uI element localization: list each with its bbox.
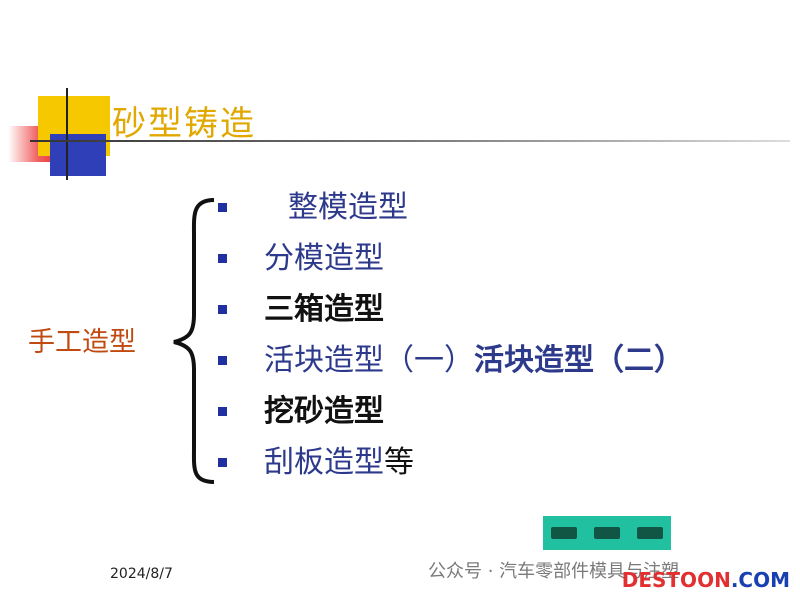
item-label-part-2: 活块造型（二） (474, 343, 684, 378)
curly-brace (173, 198, 215, 484)
next-icon[interactable] (636, 527, 663, 539)
item-label: 整模造型 (288, 190, 408, 225)
bullet-icon (218, 203, 227, 212)
watermark-text: 公众号 · 汽车零部件模具与注塑 (428, 561, 680, 582)
brand-logo: DESTOON.COM (621, 568, 790, 592)
item-label-part-1: 活块造型（一） (264, 343, 474, 378)
bullet-icon (218, 305, 227, 314)
prev-icon[interactable] (551, 527, 578, 539)
group-label: 手工造型 (28, 327, 136, 358)
title-underline (30, 140, 790, 142)
slide-date: 2024/8/7 (110, 566, 173, 582)
item-label: 刮板造型等 (264, 437, 414, 488)
item-label: 活块造型（一）活块造型（二） (264, 335, 684, 386)
item-label-main: 刮板造型 (264, 445, 384, 480)
decor-vertical-line (66, 88, 68, 180)
slide-title: 砂型铸造 (112, 104, 256, 144)
item-label: 挖砂造型 (264, 394, 384, 429)
item-label: 三箱造型 (264, 292, 384, 327)
home-icon[interactable] (593, 527, 620, 539)
bullet-icon (218, 356, 227, 365)
slide-nav-buttons[interactable] (543, 516, 671, 550)
item-label: 分模造型 (264, 241, 384, 276)
bullet-icon (218, 407, 227, 416)
item-label-suffix: 等 (384, 445, 414, 480)
bullet-icon (218, 458, 227, 467)
bullet-icon (218, 254, 227, 263)
